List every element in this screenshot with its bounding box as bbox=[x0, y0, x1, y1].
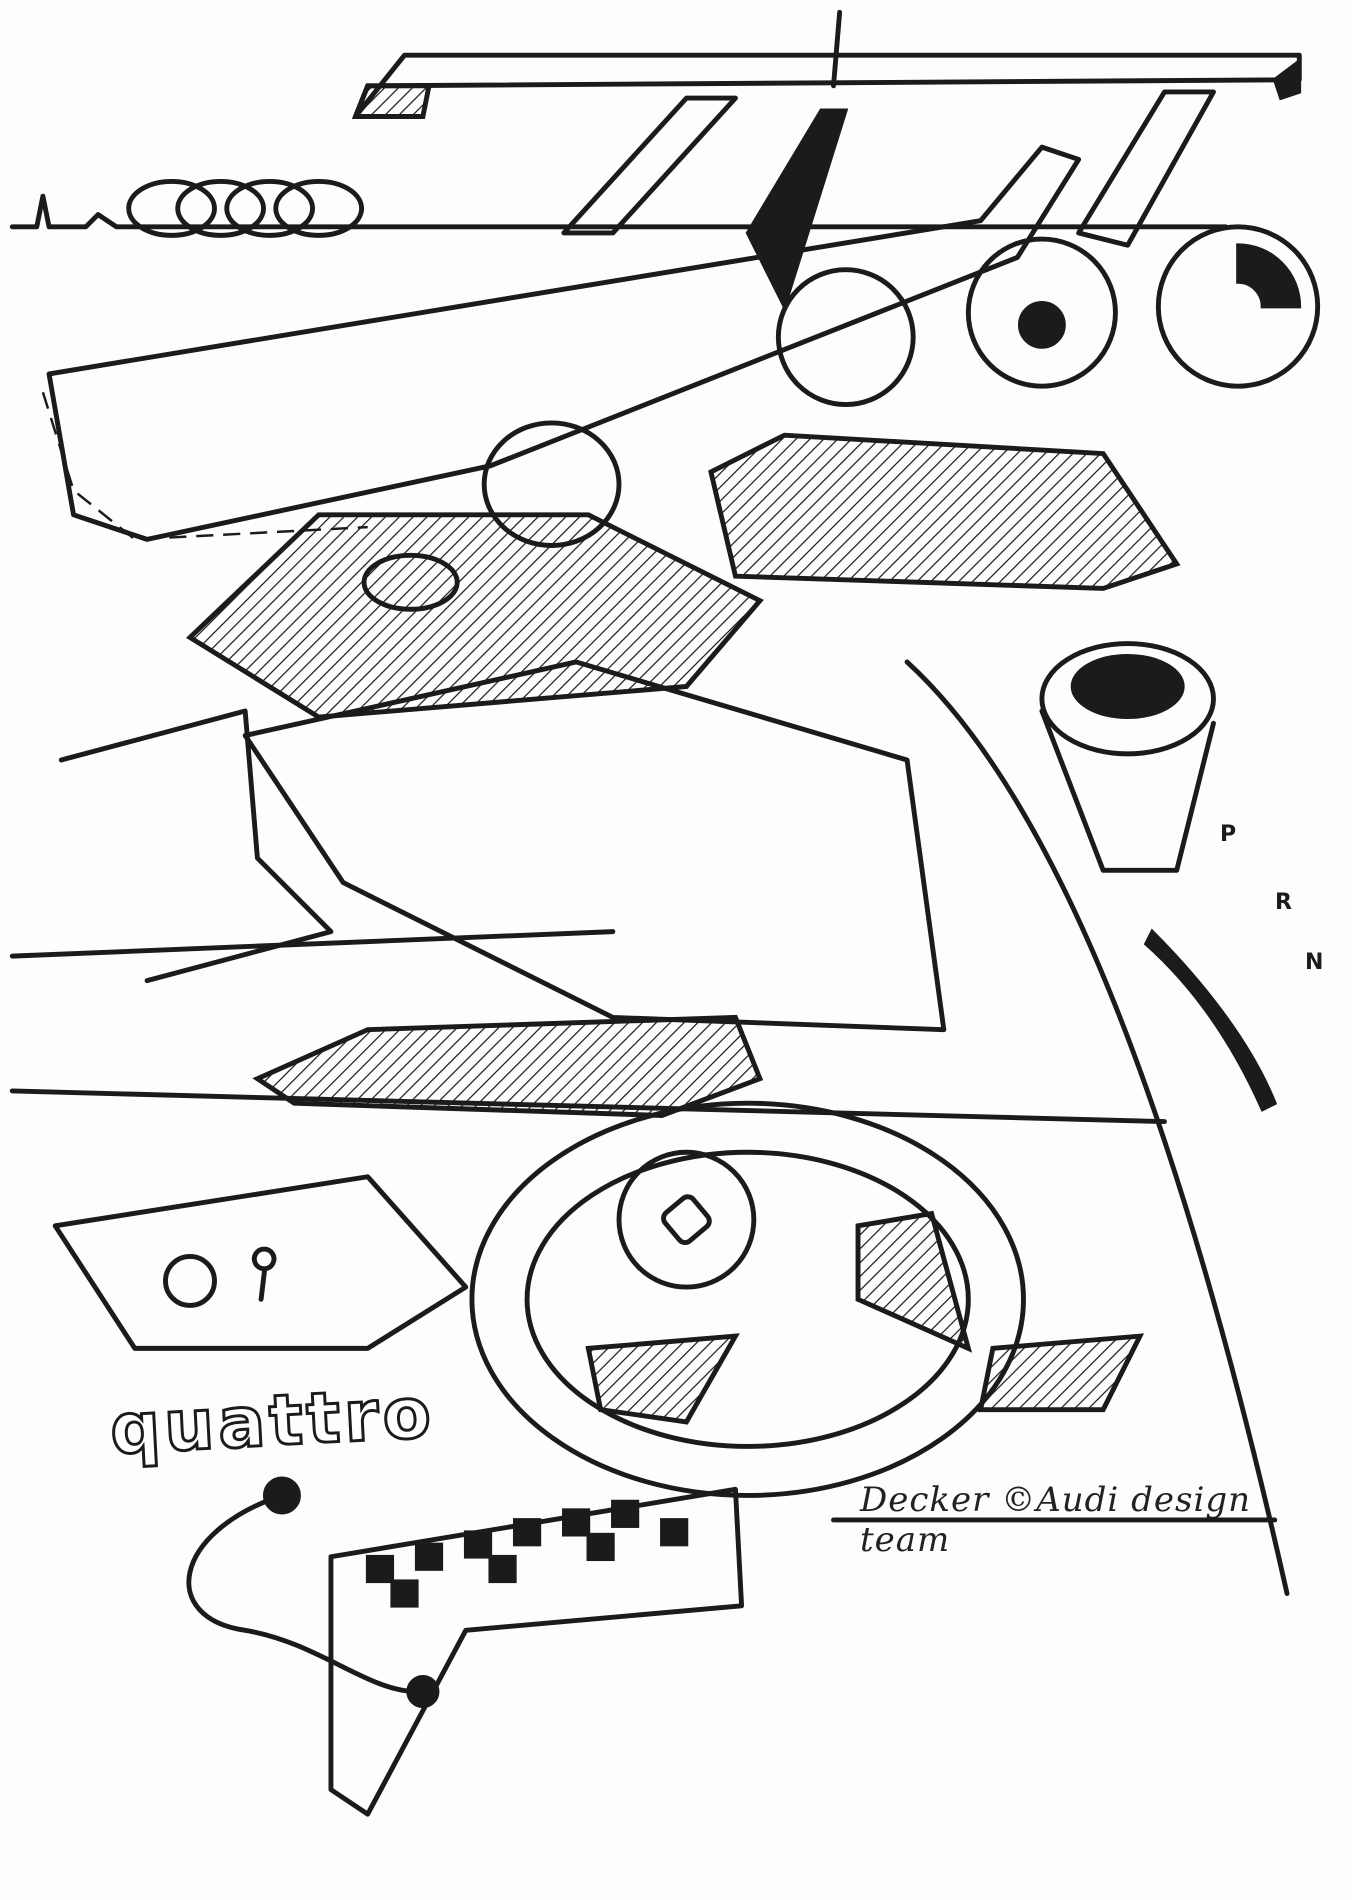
instrument-cluster bbox=[52, 1174, 469, 1351]
skyline bbox=[9, 193, 1229, 230]
pillar bbox=[561, 95, 738, 236]
center-console bbox=[242, 659, 947, 1033]
gear-label-r: R bbox=[1275, 890, 1292, 915]
gear-label-p: P bbox=[1220, 822, 1237, 847]
gear-label-n: N bbox=[1305, 950, 1324, 975]
dashboard-top bbox=[46, 144, 1082, 542]
checkered-flag bbox=[186, 1476, 745, 1817]
pillar bbox=[1076, 89, 1216, 248]
pillar bbox=[745, 108, 849, 312]
top-beam bbox=[351, 9, 1302, 119]
quattro-logo: quattro bbox=[107, 1370, 439, 1472]
gear-shifter bbox=[1039, 641, 1216, 873]
vent-right bbox=[708, 432, 1181, 591]
artist-signature: Decker ©Audi design team bbox=[860, 1480, 1251, 1560]
vent-lower bbox=[252, 1014, 764, 1118]
steering-wheel bbox=[469, 1100, 1026, 1498]
audi-rings-logo bbox=[126, 179, 365, 238]
gauges bbox=[775, 224, 1321, 407]
